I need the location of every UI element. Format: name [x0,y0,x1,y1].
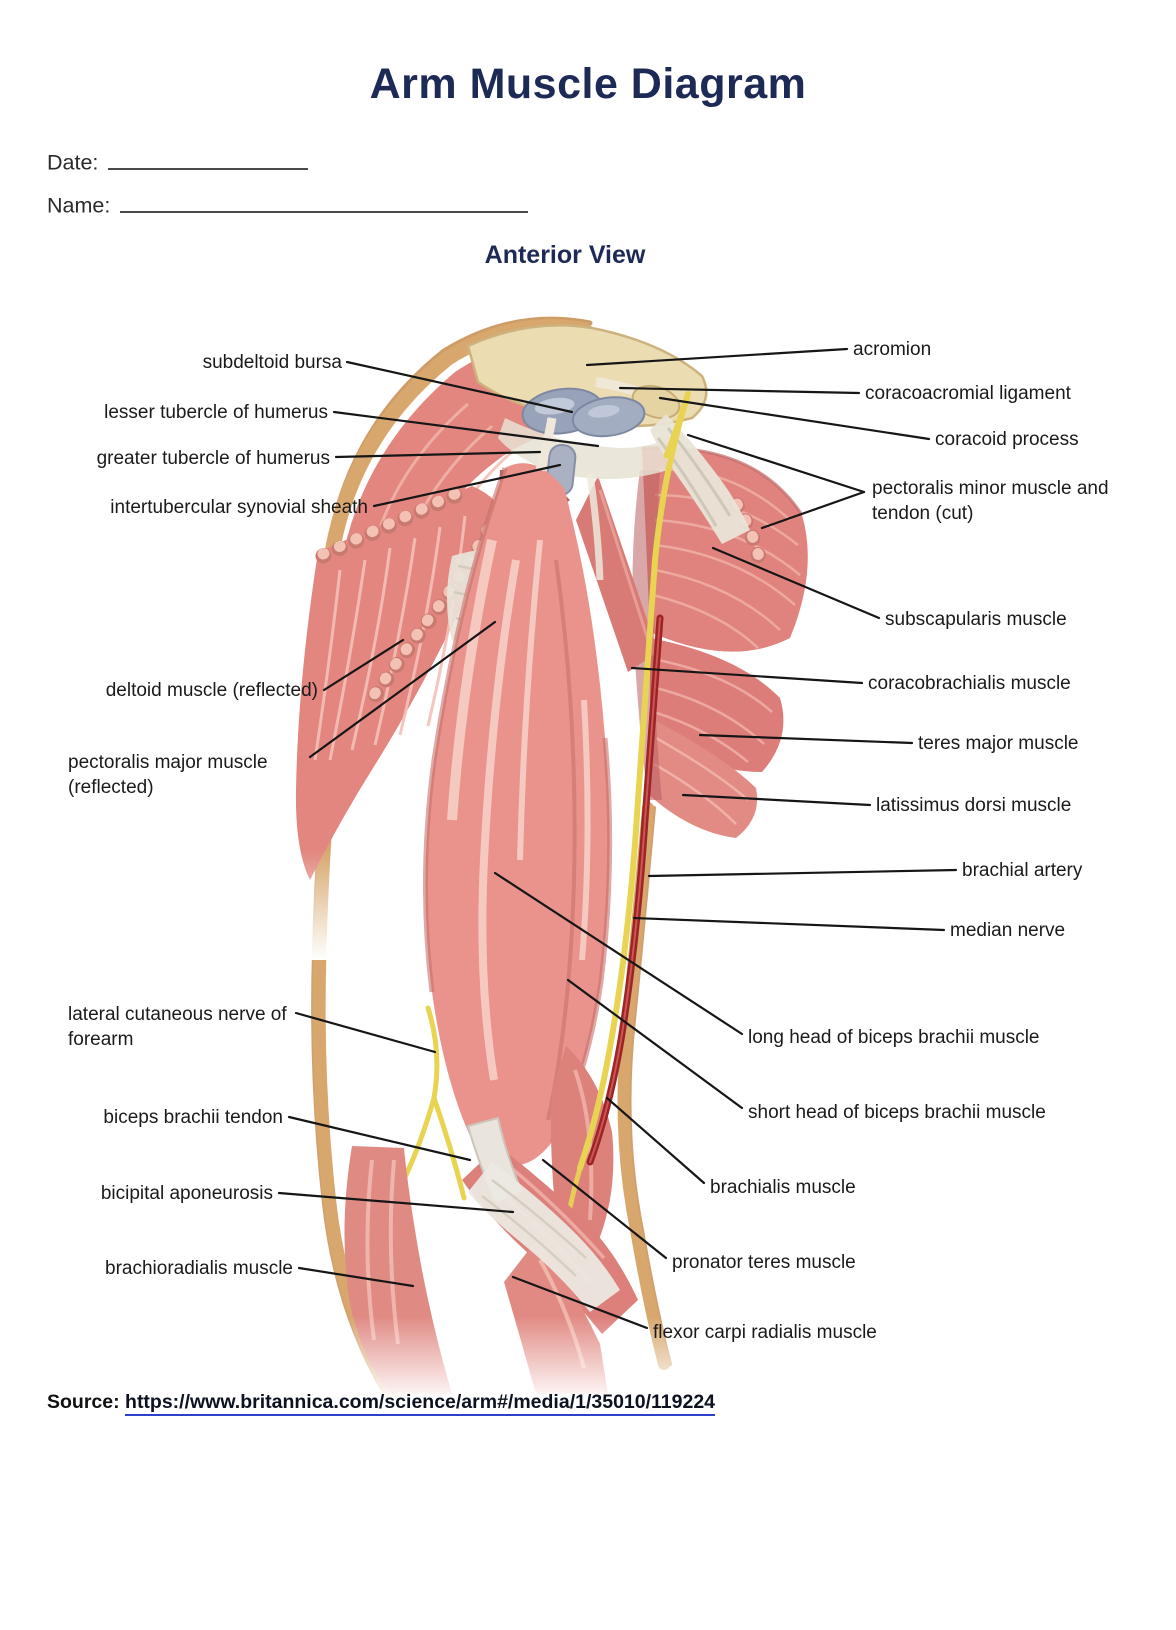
label-biceps-brachii-tendon: biceps brachii tendon [103,1107,283,1128]
leader-coracoid-process [658,396,931,441]
label-brachialis: brachialis muscle [710,1177,856,1198]
label-short-head-biceps: short head of biceps brachii muscle [748,1102,1046,1123]
leader-long-head-biceps [493,871,744,1036]
leader-latissimus-dorsi [681,793,872,807]
date-blank-line [108,146,309,170]
leader-flexor-carpi-radialis [511,1275,649,1330]
leader-pronator-teres [541,1158,668,1260]
label-coracoid-process: coracoid process [935,429,1079,450]
leader-pectoralis-major-reflected [308,620,497,759]
label-acromion: acromion [853,339,932,360]
bottom-fade [280,1316,710,1402]
leader-pectoralis-minor-upper [686,433,866,494]
leader-coracobrachialis [630,666,864,685]
tendon-and-aponeurosis [466,1116,620,1312]
name-label: Name: [47,193,111,218]
label-brachial-artery: brachial artery [962,860,1083,881]
leader-biceps-brachii-tendon [287,1115,472,1162]
source-prefix: Source: [47,1391,120,1413]
page-title: Arm Muscle Diagram [369,60,807,108]
leader-brachial-artery [647,868,958,878]
leader-lesser-tubercle [332,410,600,448]
leader-deltoid-reflected [322,638,405,692]
label-pectoralis-major-reflected: pectoralis major muscle (reflected) [68,752,268,799]
leader-acromion [585,347,849,367]
label-subdeltoid-bursa: subdeltoid bursa [202,352,342,373]
leader-subdeltoid-bursa [345,360,574,414]
label-lesser-tubercle: lesser tubercle of humerus [104,402,328,423]
leader-subscapularis [711,546,881,620]
leader-lateral-cutaneous-nerve [294,1011,437,1054]
leader-teres-major [698,733,914,745]
leader-brachialis [605,1096,706,1185]
label-median-nerve: median nerve [950,920,1066,941]
label-pronator-teres: pronator teres muscle [672,1252,856,1273]
label-flexor-carpi-radialis: flexor carpi radialis muscle [653,1322,877,1343]
label-teres-major: teres major muscle [918,733,1079,754]
label-subscapularis: subscapularis muscle [885,609,1067,630]
leader-brachioradialis [297,1266,415,1288]
leader-lines [277,347,958,1330]
label-deltoid-reflected: deltoid muscle (reflected) [105,680,318,701]
leader-median-nerve [632,916,946,932]
leader-greater-tubercle [334,450,542,459]
date-label: Date: [47,150,99,175]
label-lateral-cutaneous-nerve: lateral cutaneous nerve of forearm [68,1004,287,1051]
view-heading: Anterior View [484,241,646,269]
leader-bicipital-aponeurosis [277,1191,515,1214]
leader-coracoacromial-ligament [618,386,861,395]
subdeltoid-bursa-shape [521,387,646,438]
date-field: Date: [47,146,309,176]
label-pectoralis-minor: pectoralis minor muscle and tendon (cut) [872,478,1109,525]
name-blank-line [120,189,529,213]
label-latissimus-dorsi: latissimus dorsi muscle [876,795,1072,816]
source-link[interactable]: https://www.britannica.com/science/arm#/… [125,1391,716,1416]
label-coracobrachialis: coracobrachialis muscle [868,673,1071,694]
label-greater-tubercle: greater tubercle of humerus [96,448,330,469]
leader-intertubercular-sheath [372,463,562,508]
leader-pectoralis-minor-lower [760,490,866,530]
label-long-head-biceps: long head of biceps brachii muscle [748,1027,1040,1048]
name-field: Name: [47,189,529,219]
label-intertubercular-sheath: intertubercular synovial sheath [110,497,368,518]
label-brachioradialis: brachioradialis muscle [105,1258,293,1279]
label-coracoacromial-ligament: coracoacromial ligament [865,383,1071,404]
source-line: Source: https://www.britannica.com/scien… [47,1391,716,1416]
label-bicipital-aponeurosis: bicipital aponeurosis [100,1183,273,1204]
leader-short-head-biceps [566,978,744,1110]
